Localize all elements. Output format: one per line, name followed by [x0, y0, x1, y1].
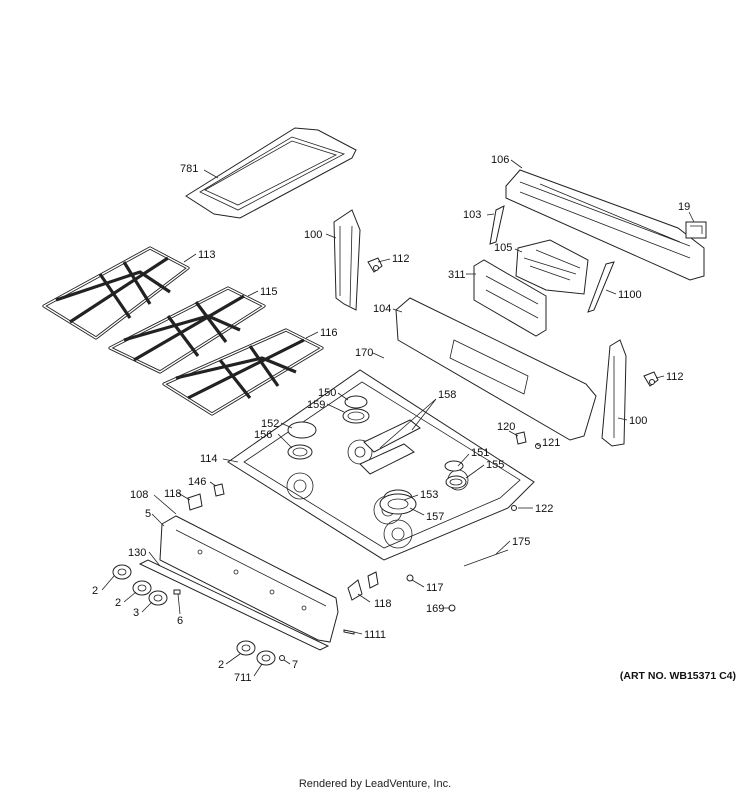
part-labels: 781 106 19 103 100 112 105 311 1100 113 …	[92, 154, 690, 684]
art-number: (ART NO. WB15371 C4)	[619, 670, 736, 682]
label-3: 3	[133, 607, 139, 619]
label-130: 130	[128, 547, 146, 559]
screw-117	[406, 574, 414, 582]
label-114: 114	[200, 453, 218, 465]
label-112-upper: 112	[392, 253, 410, 265]
screw-1111	[343, 629, 355, 635]
label-150: 150	[318, 387, 336, 399]
manifold-panel-5	[159, 515, 339, 643]
label-158: 158	[438, 389, 456, 401]
bracket-103	[489, 205, 505, 245]
part-7	[279, 655, 285, 661]
label-113: 113	[198, 249, 216, 261]
label-122: 122	[535, 503, 553, 515]
grate-113	[42, 246, 190, 340]
burner-151-155	[444, 460, 467, 489]
burner-158	[359, 419, 421, 475]
label-159: 159	[307, 399, 325, 411]
label-175: 175	[512, 536, 530, 548]
knob-2-b	[132, 580, 152, 596]
label-155: 155	[486, 459, 504, 471]
label-103: 103	[463, 209, 481, 221]
label-105: 105	[494, 242, 512, 254]
clip-112-lower	[643, 371, 659, 387]
label-19: 19	[678, 201, 690, 213]
footer-credit: Rendered by LeadVenture, Inc.	[298, 778, 452, 790]
part-19	[685, 221, 707, 239]
label-169: 169	[426, 603, 444, 615]
label-106: 106	[491, 154, 509, 166]
label-116: 116	[320, 327, 338, 339]
side-panel-100-left	[333, 209, 361, 311]
keypad-311	[473, 259, 547, 337]
label-711: 711	[234, 672, 252, 684]
label-117: 117	[426, 582, 444, 594]
side-panel-100-right	[601, 339, 627, 447]
label-121: 121	[542, 437, 560, 449]
backguard-106	[505, 169, 705, 281]
label-2-b: 2	[115, 597, 121, 609]
leader-lines	[101, 159, 695, 677]
label-170: 170	[355, 347, 373, 359]
clip-112-upper	[367, 257, 383, 273]
label-6: 6	[177, 615, 183, 627]
bracket-120	[515, 431, 527, 445]
griddle-781	[185, 127, 357, 219]
label-781: 781	[180, 163, 198, 175]
label-146: 146	[188, 476, 206, 488]
label-118-upper: 118	[164, 488, 182, 500]
rod-175	[463, 549, 509, 567]
label-157: 157	[426, 511, 444, 523]
label-100-left: 100	[304, 229, 322, 241]
label-120: 120	[497, 421, 515, 433]
label-311: 311	[448, 269, 466, 281]
knob-2-a	[112, 564, 132, 580]
label-5: 5	[145, 508, 151, 520]
label-2-c: 2	[218, 659, 224, 671]
clip-146	[213, 483, 225, 497]
screw-122	[511, 505, 517, 511]
clip-118-lower	[347, 571, 379, 601]
label-1111: 1111	[364, 629, 386, 641]
label-151: 151	[471, 447, 489, 459]
label-104: 104	[373, 303, 391, 315]
knob-3	[148, 590, 168, 606]
label-2-a: 2	[92, 585, 98, 597]
grate-116	[162, 328, 324, 416]
part-6	[173, 589, 181, 595]
label-156: 156	[254, 429, 272, 441]
label-153: 153	[420, 489, 438, 501]
label-152: 152	[261, 418, 279, 430]
burner-152-156	[287, 421, 317, 460]
label-115: 115	[260, 286, 278, 298]
label-1100: 1100	[618, 289, 642, 301]
knob-711	[256, 650, 276, 666]
label-108: 108	[130, 489, 148, 501]
label-100-right: 100	[629, 415, 647, 427]
control-panel-104	[395, 297, 597, 441]
control-board-105	[515, 239, 589, 295]
label-112-lower: 112	[666, 371, 684, 383]
grate-115	[108, 286, 266, 374]
bracket-1100	[587, 261, 615, 313]
burner-150-159	[342, 395, 370, 424]
strip-130	[138, 559, 330, 651]
knob-2-c	[236, 640, 256, 656]
label-7: 7	[292, 659, 298, 671]
label-118-lower: 118	[374, 598, 392, 610]
clip-118-upper	[187, 493, 203, 511]
